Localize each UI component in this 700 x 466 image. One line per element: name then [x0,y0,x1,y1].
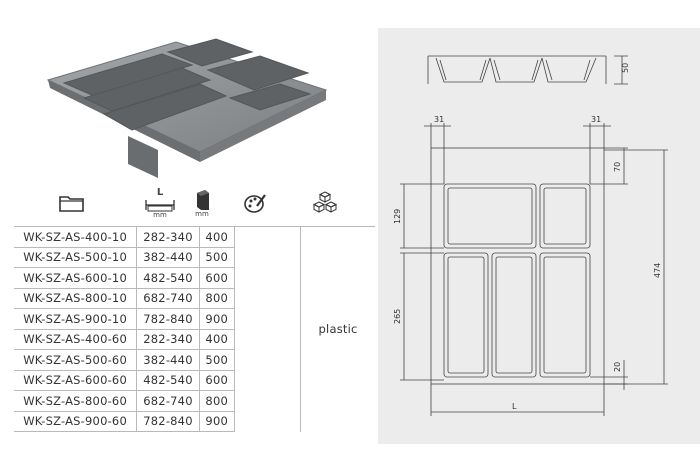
model-cell: WK-SZ-AS-600-60 [14,370,138,391]
model-cell: WK-SZ-AS-500-60 [14,349,138,371]
width-range-cell: 782-840 [136,411,200,432]
column-icon-row: L mm mm [0,183,375,223]
model-cell: WK-SZ-AS-600-10 [14,267,138,289]
color-palette-icon [238,183,272,223]
model-cell: WK-SZ-AS-400-60 [14,329,138,350]
width-L-label: L [512,402,517,411]
depth-cell: 600 [199,370,235,391]
width-range-cell: 282-340 [136,329,200,350]
model-cell: WK-SZ-AS-500-10 [14,247,138,268]
depth-cell: 900 [199,411,235,432]
depth-cell: 400 [199,226,235,248]
depth-unit-label: mm [195,209,209,218]
width-range-cell: 382-440 [136,349,200,371]
depth-cell: 800 [199,288,235,309]
table-row: WK-SZ-AS-600-60 482-540 600 [14,370,375,391]
table-row: WK-SZ-AS-500-60 382-440 500 [14,349,375,371]
model-cell: WK-SZ-AS-900-10 [14,308,138,330]
color-swatch-cell [234,226,302,329]
total-depth-label: 474 [653,263,662,278]
left-offset-label: 31 [434,115,444,124]
bottom-gap-label: 20 [613,362,622,372]
depth-cell: 800 [199,390,235,412]
width-range-cell: 782-840 [136,308,200,330]
table-row: WK-SZ-AS-800-10 682-740 800 [14,288,375,309]
depth-cell: 900 [199,308,235,330]
spec-table: WK-SZ-AS-400-10 282-340 400 plastic WK-S… [14,226,375,432]
depth-box-icon: mm [187,183,217,223]
width-range-cell: 282-340 [136,226,200,248]
table-row: WK-SZ-AS-800-60 682-740 800 [14,390,375,412]
depth-cell: 400 [199,329,235,350]
product-info-column: L mm mm [0,38,375,432]
top-offset-label: 70 [613,162,622,172]
lower-height-label: 265 [393,309,402,324]
depth-cell: 500 [199,349,235,371]
technical-drawing-panel: 50 31 31 70 474 129 265 20 L [378,28,700,444]
table-row: WK-SZ-AS-900-10 782-840 900 [14,308,375,330]
length-ruler-icon: L mm [137,183,183,223]
table-row: WK-SZ-AS-600-10 482-540 600 [14,267,375,289]
width-range-cell: 682-740 [136,288,200,309]
width-range-cell: 682-740 [136,390,200,412]
table-row: WK-SZ-AS-900-60 782-840 900 [14,411,375,432]
table-row: WK-SZ-AS-500-10 382-440 500 [14,247,375,268]
material-cell: plastic [300,226,375,432]
model-cell: WK-SZ-AS-900-60 [14,411,138,432]
model-cell: WK-SZ-AS-800-60 [14,390,138,412]
upper-height-label: 129 [393,209,402,224]
height-dim-label: 50 [621,63,630,73]
width-range-cell: 482-540 [136,267,200,289]
width-range-cell: 382-440 [136,247,200,268]
folder-icon [52,183,92,223]
model-cell: WK-SZ-AS-400-10 [14,226,138,248]
tray-product-image [46,38,328,178]
length-unit-label: mm [153,210,167,219]
length-label: L [156,186,164,198]
depth-cell: 500 [199,247,235,268]
model-cell: WK-SZ-AS-800-10 [14,288,138,309]
technical-drawing: 50 31 31 70 474 129 265 20 L [393,55,668,416]
width-range-cell: 482-540 [136,370,200,391]
material-cubes-icon [308,183,342,223]
depth-cell: 600 [199,267,235,289]
color-swatch-cell [234,329,302,432]
right-offset-label: 31 [591,115,601,124]
table-row: WK-SZ-AS-400-60 282-340 400 [14,329,375,432]
table-row: WK-SZ-AS-400-10 282-340 400 plastic [14,226,375,432]
